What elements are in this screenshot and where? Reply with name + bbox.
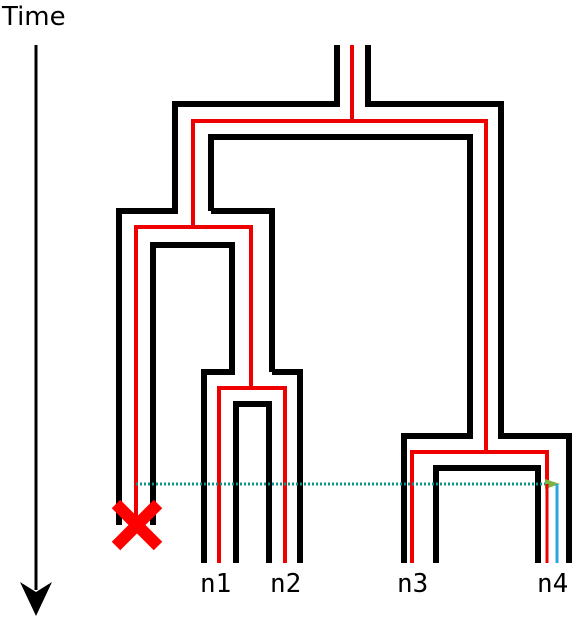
gene-tree — [134, 45, 549, 563]
leaf-label-n1: n1 — [200, 569, 231, 599]
species-tree-n3n4-inner — [433, 465, 541, 563]
species-tree-left-outer-wall — [116, 45, 340, 525]
species-tree-n2-outer — [272, 369, 303, 563]
arrow-down-icon — [20, 45, 52, 616]
transfer-arrowhead-icon — [545, 479, 560, 489]
leaf-label-n4: n4 — [537, 569, 568, 599]
transfer-event — [136, 479, 560, 563]
species-tree-left-clade-inner-wall — [211, 208, 275, 372]
leaf-label-n3: n3 — [397, 569, 428, 599]
species-tree-lost-lineage-inner — [150, 242, 235, 563]
leaf-label-n2: n2 — [270, 569, 301, 599]
time-axis-label: Time — [2, 2, 66, 32]
species-tree-right-outer-wall — [365, 45, 572, 563]
gene-n1n2-split — [217, 386, 287, 563]
gene-n3n4-split — [410, 450, 549, 563]
gene-root-split — [191, 119, 488, 452]
species-tree-inner-root-wall — [208, 134, 473, 563]
x-mark-icon — [111, 499, 163, 551]
gene-left-split — [134, 225, 253, 520]
